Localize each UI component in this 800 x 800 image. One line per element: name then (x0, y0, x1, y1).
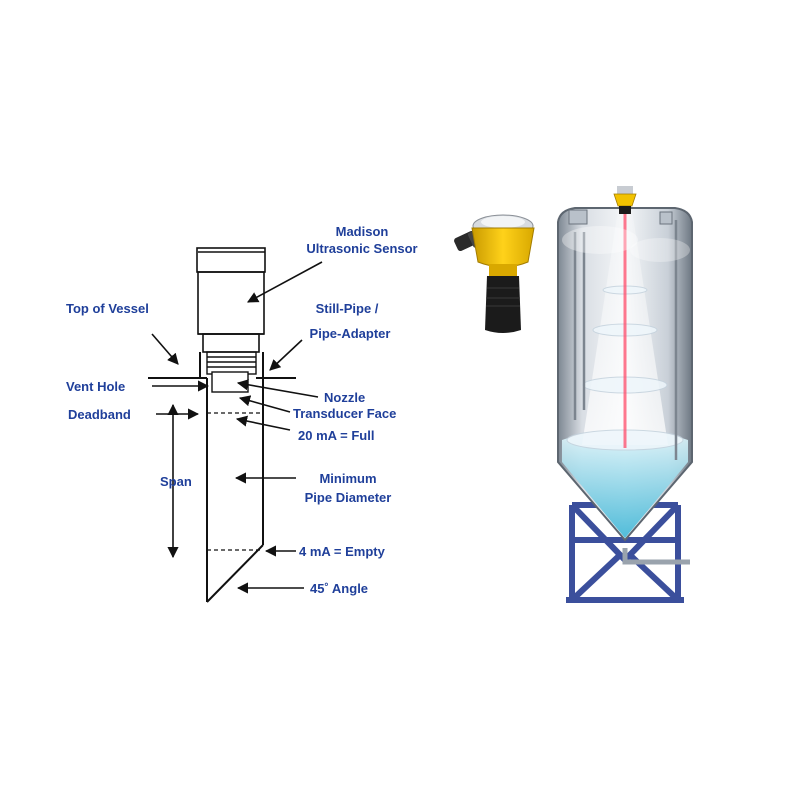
ultrasonic-sensor-photo (454, 214, 535, 333)
tank-liquid (562, 429, 688, 538)
still-pipe (199, 352, 264, 603)
tank-illustration (557, 186, 693, 603)
angle-label: 45˚ Angle (310, 581, 368, 596)
nozzle-label: Nozzle (324, 390, 365, 405)
still-pipe-label-line1: Still-Pipe / (316, 301, 379, 316)
pointer-arrows (151, 261, 323, 594)
sensor-label-line2: Ultrasonic Sensor (306, 241, 417, 256)
deadband-label: Deadband (68, 407, 131, 422)
min-pipe-label-line1: Minimum (319, 471, 376, 486)
sensor-housing (471, 227, 535, 268)
still-pipe-diagram: Madison Ultrasonic Sensor Top of Vessel … (66, 224, 418, 603)
min-pipe-label-line2: Pipe Diameter (305, 490, 392, 505)
sensor-label-line1: Madison (336, 224, 389, 239)
sensor-transducer (485, 276, 521, 333)
vent-hole-label: Vent Hole (66, 379, 125, 394)
tank-internal-pipes (573, 220, 678, 460)
tank-mounted-sensor (613, 186, 637, 214)
sensor-body (196, 247, 266, 353)
full-level-label: 20 mA = Full (298, 428, 374, 443)
span-label: Span (160, 474, 192, 489)
pipe-adapter (206, 351, 257, 375)
still-pipe-label-line2: Pipe-Adapter (310, 326, 391, 341)
transducer-face-label: Transducer Face (293, 406, 396, 421)
nozzle-box (211, 371, 249, 393)
top-of-vessel-label: Top of Vessel (66, 301, 149, 316)
empty-level-label: 4 mA = Empty (299, 544, 386, 559)
outlet-pipe (622, 548, 690, 565)
